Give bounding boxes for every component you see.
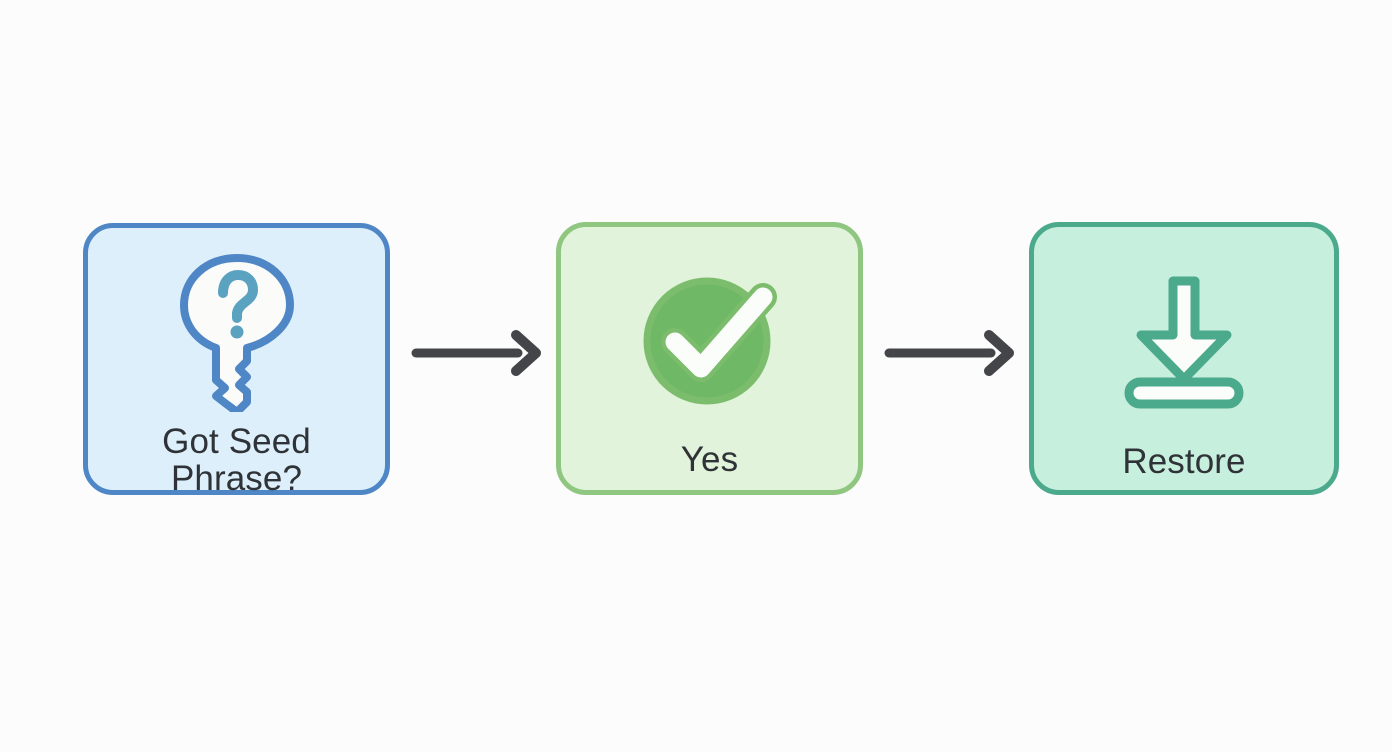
- download-restore-icon: [1113, 269, 1255, 414]
- flow-step-seed-phrase[interactable]: Got Seed Phrase?: [83, 223, 390, 499]
- flow-step-label: Got Seed Phrase?: [162, 422, 311, 499]
- flow-step-label: Restore: [1122, 442, 1246, 481]
- check-circle-icon: [641, 269, 779, 412]
- arrow-right-icon: [410, 330, 546, 376]
- flow-step-restore[interactable]: Restore: [1029, 222, 1339, 495]
- key-question-icon: [173, 252, 301, 417]
- flow-step-label: Yes: [680, 440, 739, 479]
- arrow-right-icon: [883, 330, 1019, 376]
- flow-step-yes[interactable]: Yes: [556, 222, 863, 495]
